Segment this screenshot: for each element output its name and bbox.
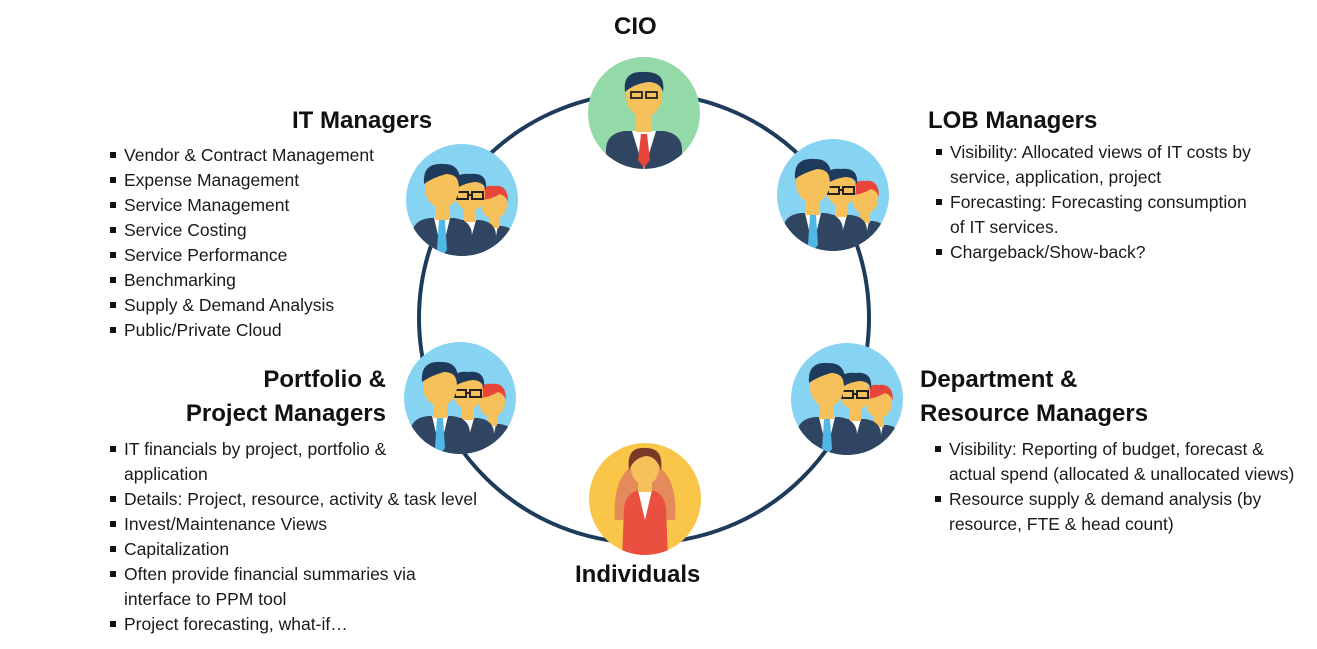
it-managers-title: IT Managers	[292, 107, 433, 134]
lob-managers-list: Visibility: Allocated views of IT costs …	[936, 140, 1266, 265]
individuals-title: Individuals	[575, 561, 701, 588]
list-item: Details: Project, resource, activity & t…	[110, 487, 530, 512]
list-item: IT financials by project, portfolio & ap…	[110, 437, 424, 487]
department-managers-list: Visibility: Reporting of budget, forecas…	[935, 437, 1305, 537]
list-item: Public/Private Cloud	[110, 318, 410, 343]
individuals-avatar	[589, 443, 701, 555]
list-item: Invest/Maintenance Views	[110, 512, 530, 537]
list-item: Supply & Demand Analysis	[110, 293, 410, 318]
list-item: Service Costing	[110, 218, 410, 243]
list-item: Expense Management	[110, 168, 410, 193]
portfolio-title-line2: Project Managers	[185, 400, 386, 427]
lob-managers-title: LOB Managers	[928, 107, 1098, 134]
list-item: Resource supply & demand analysis (by re…	[935, 487, 1305, 537]
list-item: Vendor & Contract Management	[110, 143, 410, 168]
list-item: Chargeback/Show-back?	[936, 240, 1266, 265]
list-item: Visibility: Reporting of budget, forecas…	[935, 437, 1305, 487]
portfolio-managers-list: IT financials by project, portfolio & ap…	[110, 437, 530, 637]
department-title-line2: Resource Managers	[920, 400, 1149, 427]
it-managers-list: Vendor & Contract Management Expense Man…	[110, 143, 410, 343]
lob-managers-avatar	[777, 139, 889, 251]
list-item: Capitalization	[110, 537, 530, 562]
portfolio-title-line1: Portfolio &	[263, 366, 386, 393]
list-item: Service Performance	[110, 243, 410, 268]
department-title-line1: Department &	[920, 366, 1078, 393]
cio-avatar	[588, 57, 700, 169]
portfolio-managers-avatar	[404, 342, 516, 454]
list-item: Project forecasting, what-if…	[110, 612, 530, 637]
department-managers-avatar	[791, 343, 903, 455]
cio-title: CIO	[614, 13, 657, 40]
list-item: Often provide financial summaries via in…	[110, 562, 454, 612]
list-item: Forecasting: Forecasting consumption of …	[936, 190, 1266, 240]
department-managers-title: Department & Resource Managers	[920, 363, 1148, 431]
it-managers-avatar	[406, 144, 518, 256]
list-item: Service Management	[110, 193, 410, 218]
list-item: Benchmarking	[110, 268, 410, 293]
portfolio-managers-title: Portfolio & Project Managers	[150, 363, 386, 431]
list-item: Visibility: Allocated views of IT costs …	[936, 140, 1266, 190]
